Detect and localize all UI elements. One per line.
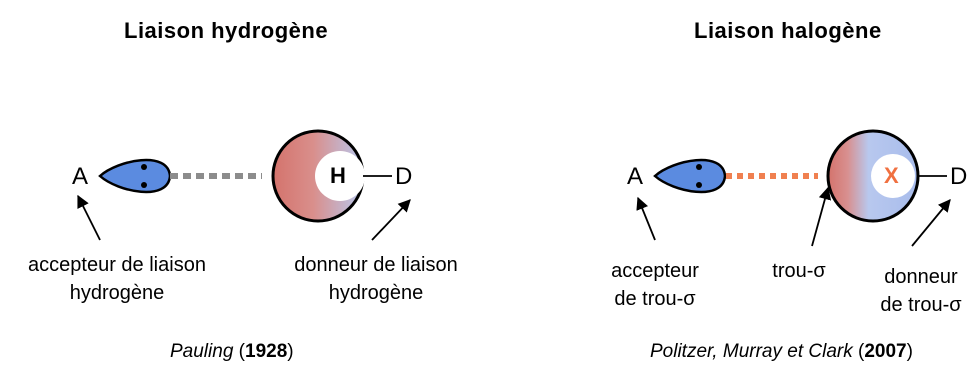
- left-credit-name: Pauling: [170, 341, 234, 362]
- right-donor-atom: D: [950, 163, 968, 190]
- right-acceptor-arrow-icon: [636, 196, 656, 241]
- left-donor-sphere-icon: [271, 129, 365, 223]
- left-donor-label-line2: hydrogène: [328, 282, 424, 304]
- right-acceptor-label-line2: de trou-σ: [614, 288, 696, 310]
- left-credit: Pauling (1928): [170, 341, 294, 362]
- left-acceptor-atom: A: [72, 163, 89, 190]
- left-credit-year: 1928: [245, 341, 288, 362]
- right-hole-arrow-icon: [811, 186, 832, 247]
- right-donor-label-line2: de trou-σ: [880, 294, 962, 316]
- right-donor-label-line1: donneur: [884, 266, 958, 288]
- right-title: Liaison halogène: [694, 18, 882, 43]
- right-halogen-atom: X: [884, 163, 899, 188]
- left-donor-atom: D: [395, 163, 413, 190]
- right-donor-arrow-icon: [911, 199, 951, 247]
- right-lone-pair-icon: [653, 158, 727, 194]
- right-hole-label: trou-σ: [772, 260, 826, 282]
- left-title: Liaison hydrogène: [124, 18, 329, 43]
- right-donor-label: donneur de trou-σ: [866, 263, 976, 319]
- left-acceptor-arrow-icon: [77, 194, 101, 241]
- left-hydrogen-atom: H: [330, 163, 346, 188]
- left-donor-arrow-icon: [371, 199, 411, 241]
- right-acceptor-label-line1: accepteur: [611, 260, 699, 282]
- left-donor-label-line1: donneur de liaison: [294, 254, 458, 276]
- left-acceptor-label-line1: accepteur de liaison: [28, 254, 206, 276]
- left-acceptor-label-line2: hydrogène: [69, 282, 165, 304]
- right-credit: Politzer, Murray et Clark (2007): [650, 341, 913, 362]
- right-acceptor-atom: A: [627, 163, 644, 190]
- right-acceptor-label: accepteur de trou-σ: [595, 257, 715, 313]
- left-acceptor-label: accepteur de liaison hydrogène: [12, 251, 222, 307]
- left-lone-pair-icon: [98, 158, 172, 194]
- right-credit-name: Politzer, Murray et Clark: [650, 341, 853, 362]
- right-credit-year: 2007: [864, 341, 907, 362]
- left-donor-label: donneur de liaison hydrogène: [276, 251, 476, 307]
- right-donor-sphere-icon: [826, 129, 920, 223]
